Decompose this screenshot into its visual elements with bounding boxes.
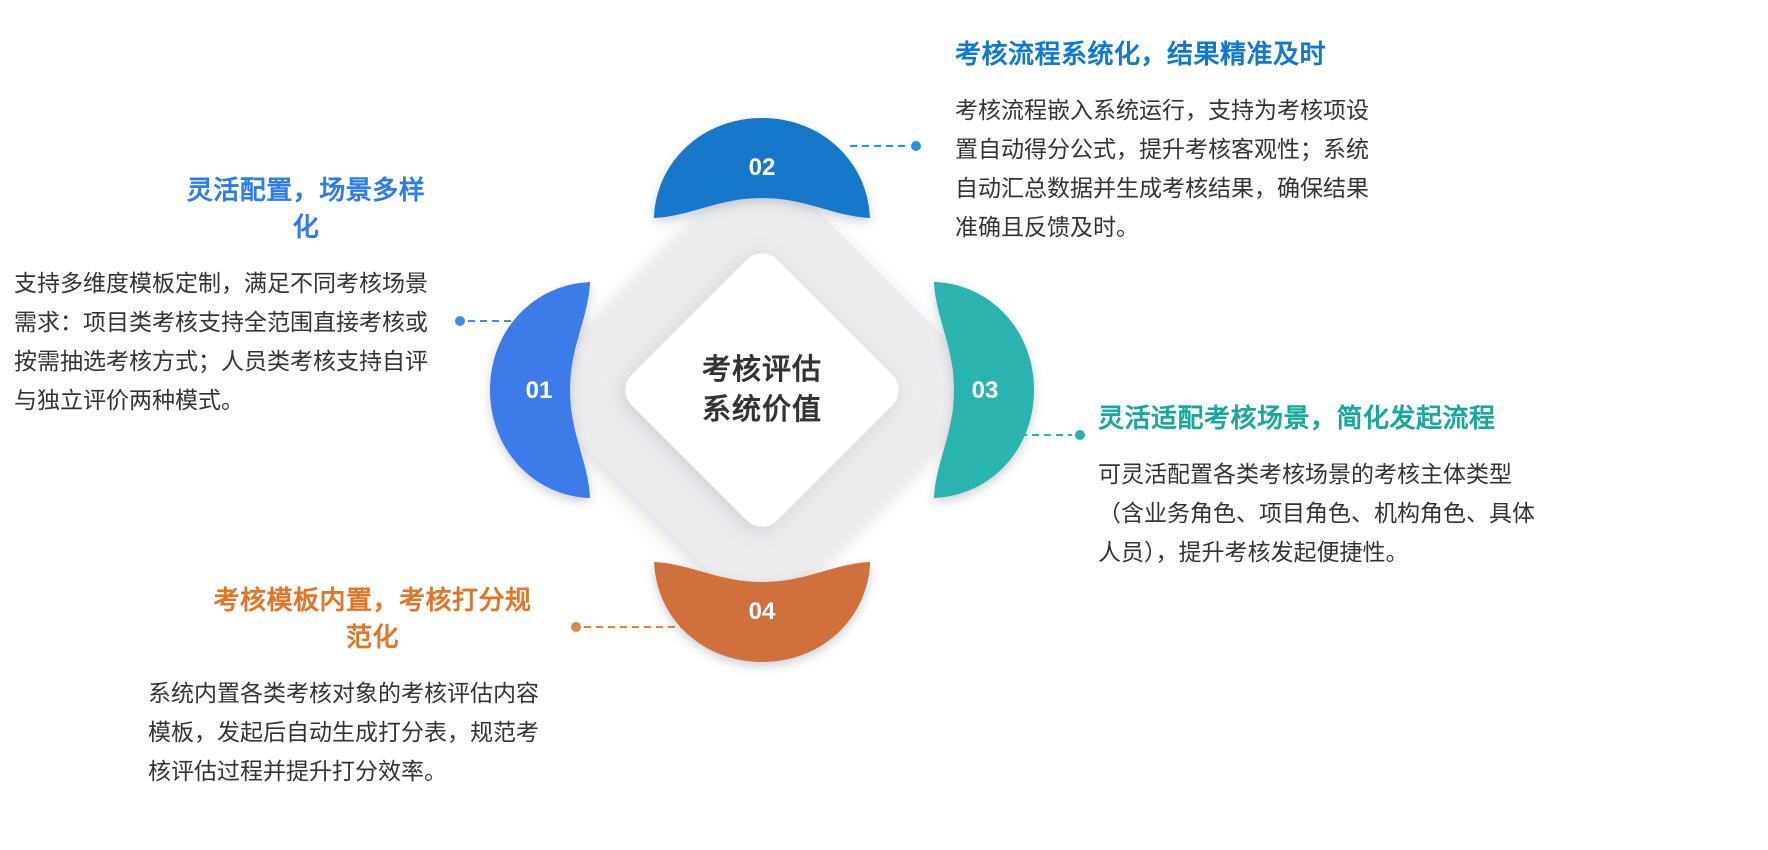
number-03: 03	[972, 377, 999, 404]
center-title-line2: 系统价值	[701, 394, 822, 426]
section-04-builtin-templates: 考核模板内置，考核打分规范化 系统内置各类考核对象的考核评估内容模板，发起后自动…	[148, 580, 542, 791]
section-01-body: 支持多维度模板定制，满足不同考核场景需求：项目类考核支持全范围直接考核或按需抽选…	[14, 270, 428, 413]
section-03-flexible-scenarios: 灵活适配考核场景，简化发起流程 可灵活配置各类考核场景的考核主体类型（含业务角色…	[1098, 398, 1540, 572]
connector-right-dot	[1075, 430, 1085, 440]
diamond-inner	[625, 253, 899, 527]
center-title-line1: 考核评估	[701, 354, 822, 386]
diamond-diagram: 02 03 04 01	[455, 118, 1085, 662]
section-04-body: 系统内置各类考核对象的考核评估内容模板，发起后自动生成打分表，规范考核评估过程并…	[148, 680, 539, 784]
section-04-heading: 考核模板内置，考核打分规范化	[213, 585, 532, 652]
connector-left-dot	[455, 316, 465, 326]
number-04: 04	[749, 598, 776, 625]
number-01: 01	[526, 377, 553, 404]
section-02-systematic-process: 考核流程系统化，结果精准及时 考核流程嵌入系统运行，支持为考核项设置自动得分公式…	[955, 34, 1385, 247]
section-01-heading: 灵活配置，场景多样化	[186, 175, 426, 242]
section-03-heading: 灵活适配考核场景，简化发起流程	[1098, 403, 1496, 433]
connector-top-right-dot	[911, 141, 921, 151]
center-title: 考核评估 系统价值	[662, 350, 862, 430]
section-03-body: 可灵活配置各类考核场景的考核主体类型（含业务角色、项目角色、机构角色、具体人员）…	[1098, 461, 1535, 565]
section-01-flexible-config: 灵活配置，场景多样化 支持多维度模板定制，满足不同考核场景需求：项目类考核支持全…	[14, 170, 438, 420]
number-02: 02	[749, 154, 776, 181]
connector-bottom-dot	[571, 622, 581, 632]
section-02-heading: 考核流程系统化，结果精准及时	[955, 39, 1327, 69]
section-02-body: 考核流程嵌入系统运行，支持为考核项设置自动得分公式，提升考核客观性；系统自动汇总…	[955, 97, 1369, 240]
